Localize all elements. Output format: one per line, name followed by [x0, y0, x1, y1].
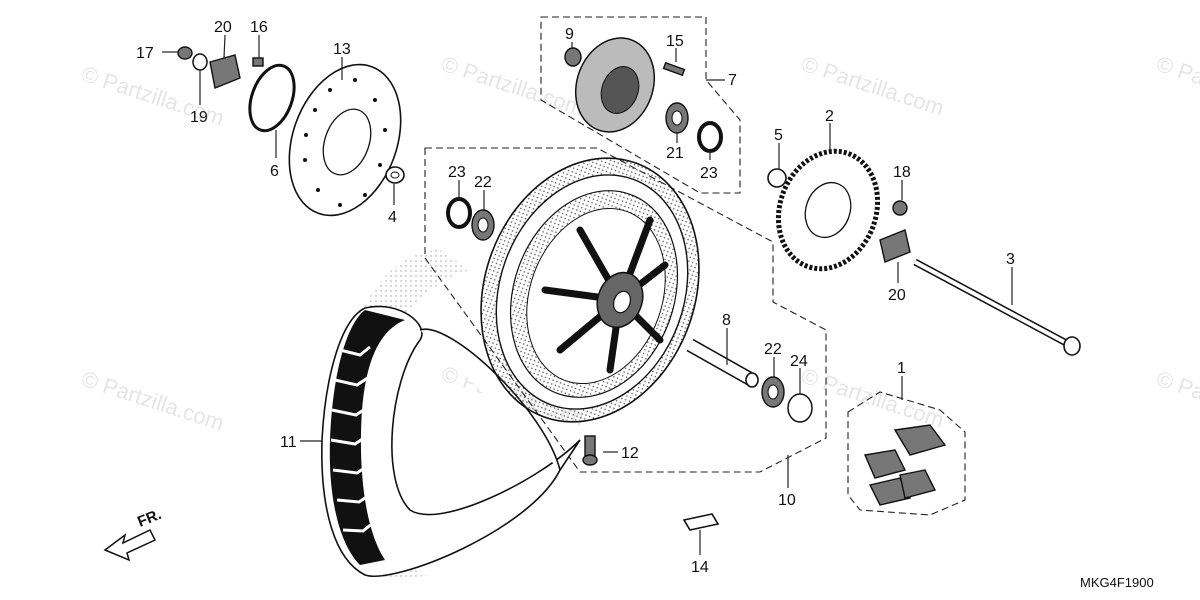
callout-7: 7 — [728, 72, 737, 89]
stud-15 — [662, 61, 686, 77]
callout-5: 5 — [774, 127, 783, 144]
seal-23b — [446, 197, 472, 229]
balance-weight — [682, 513, 720, 531]
callout-10: 10 — [778, 492, 796, 509]
spacer-8 — [686, 338, 759, 388]
adjuster-plate-20b — [879, 229, 911, 263]
callout-23: 23 — [700, 165, 718, 182]
diagram-code: MKG4F1900 — [1080, 575, 1154, 590]
callout-12: 12 — [621, 445, 639, 462]
watermark: © Partzilla.com — [1153, 51, 1200, 121]
valve-stem — [582, 435, 598, 466]
callout-2: 2 — [825, 108, 834, 125]
watermark: © Partzilla.com — [438, 51, 587, 121]
collar-5 — [767, 168, 787, 188]
sprocket — [775, 148, 881, 272]
callout-16: 16 — [250, 19, 268, 36]
watermark: © Partzilla.com — [78, 366, 227, 436]
collar-4 — [385, 166, 405, 184]
stud-16 — [252, 57, 264, 67]
watermark: © Partzilla.com — [798, 363, 947, 433]
callout-20: 20 — [888, 287, 906, 304]
damper-rubbers — [864, 424, 947, 506]
callout-18: 18 — [893, 164, 911, 181]
brake-disc — [288, 63, 402, 217]
callout-22: 22 — [474, 174, 492, 191]
adjuster-plate-20a — [209, 54, 241, 89]
callout-20: 20 — [214, 19, 232, 36]
bearing-22a — [471, 209, 495, 241]
callout-23: 23 — [448, 164, 466, 181]
watermark: © Partzilla.com — [798, 51, 947, 121]
bearing-9 — [564, 47, 582, 67]
callouts: 17 20 16 13 19 6 4 9 15 7 21 23 2 5 18 2… — [136, 19, 1015, 576]
callout-15: 15 — [666, 33, 684, 50]
bearing-22b — [761, 376, 785, 408]
callout-24: 24 — [790, 353, 808, 370]
washer-19 — [192, 53, 208, 71]
callout-19: 19 — [190, 109, 208, 126]
callout-14: 14 — [691, 559, 709, 576]
nut-17 — [177, 46, 193, 60]
front-direction-label: FR. — [135, 506, 164, 531]
callout-3: 3 — [1006, 251, 1015, 268]
axle — [913, 258, 1081, 356]
callout-17: 17 — [136, 45, 154, 62]
watermark: © Partzilla.com — [1153, 366, 1200, 436]
bearing-21 — [665, 102, 689, 134]
callout-1: 1 — [897, 360, 906, 377]
callout-21: 21 — [666, 145, 684, 162]
callout-8: 8 — [722, 312, 731, 329]
callout-13: 13 — [333, 41, 351, 58]
wheel-rim — [480, 157, 700, 423]
disc-spacer — [248, 63, 296, 133]
front-direction-arrow: FR. — [103, 506, 164, 562]
damper-assembly-outline — [847, 391, 966, 516]
callout-22: 22 — [764, 341, 782, 358]
leader-lines — [162, 34, 1013, 555]
o-ring-24 — [787, 393, 813, 423]
nut-18 — [892, 200, 908, 216]
callout-9: 9 — [565, 26, 574, 43]
driven-flange — [574, 37, 656, 133]
callout-4: 4 — [388, 209, 397, 226]
callout-11: 11 — [280, 434, 297, 451]
tire — [321, 250, 581, 580]
callout-6: 6 — [270, 163, 279, 180]
seal-23a — [697, 121, 723, 153]
